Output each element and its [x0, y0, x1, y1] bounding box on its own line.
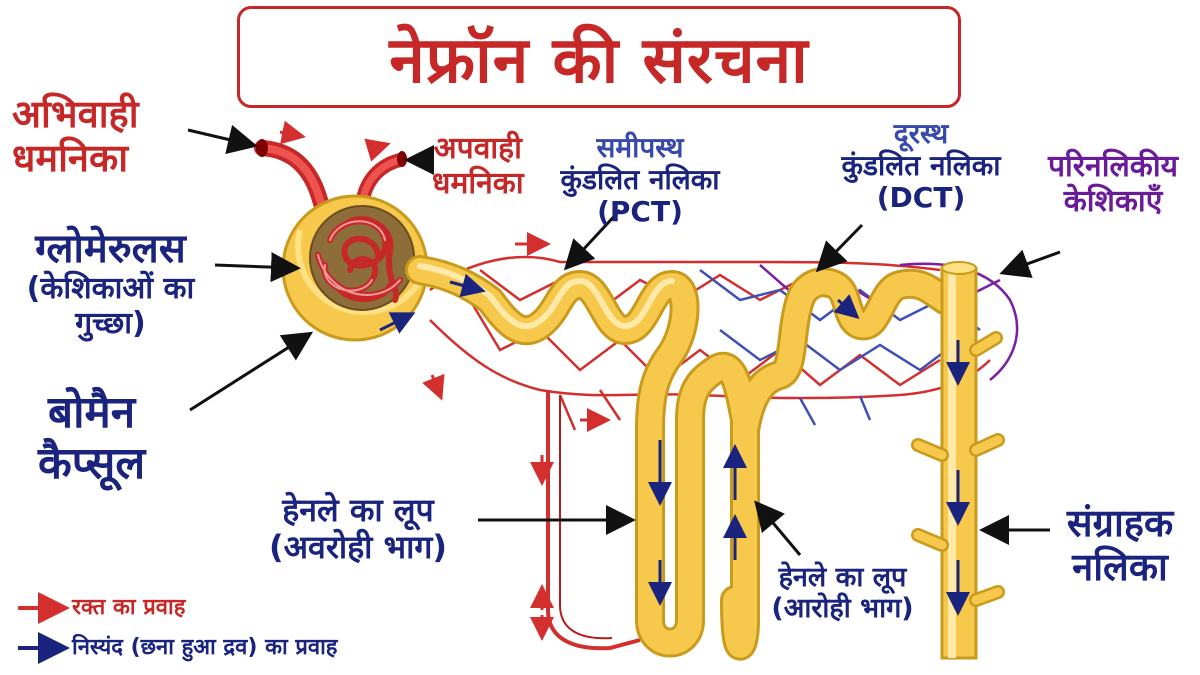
- glomerulus-sub-line1: (केशिकाओं का: [26, 271, 195, 306]
- afferent-pointer: [187, 124, 258, 155]
- renal-tubule: [405, 255, 960, 661]
- henle-asc-label: हेनले का लूप (आरोही भाग): [755, 562, 930, 624]
- collecting-label-line2: नलिका: [1072, 544, 1168, 589]
- glomerulus-label: ग्लोमेरुलस (केशिकाओं का गुच्छा): [8, 226, 213, 341]
- legend-blood-text: रक्त का प्रवाह: [72, 595, 186, 620]
- henle-asc-label-line1: हेनले का लूप: [778, 562, 907, 593]
- peritubular-label-line1: परिनलिकीय: [1047, 149, 1179, 184]
- callout-arrows: [187, 124, 1061, 556]
- dct-label-line3: (DCT): [876, 181, 966, 215]
- filtrate-arrows: [379, 273, 970, 616]
- bowman-label: बोमैन कैप्सूल: [38, 387, 146, 489]
- efferent-label-line2: धमनिका: [432, 165, 524, 201]
- blood-arrows: [279, 120, 611, 641]
- henle-asc-pointer: [754, 500, 802, 556]
- glomerulus-pointer: [214, 252, 301, 283]
- bowman-label-line2: कैप्सूल: [38, 437, 146, 489]
- collecting-label-line1: संग्राहक: [1066, 501, 1174, 545]
- henle-desc-label-line1: हेनले का लूप: [282, 491, 434, 529]
- efferent-label-line1: अपवाही: [433, 131, 522, 166]
- afferent-label: अभिवाही धमनिका: [12, 92, 139, 180]
- bowman-label-line1: बोमैन: [47, 387, 136, 438]
- page-title: नेफ्रॉन की संरचना: [389, 23, 809, 98]
- afferent-label-line2: धमनिका: [12, 135, 129, 180]
- bowman-pointer: [189, 331, 314, 412]
- dct-pointer: [815, 223, 864, 273]
- afferent-label-line1: अभिवाही: [12, 92, 139, 136]
- dct-label-line1: दूरस्थ: [893, 117, 949, 150]
- efferent-opening: [397, 151, 407, 167]
- henle-asc-label-line2: (आरोही भाग): [771, 593, 914, 625]
- title-box: नेफ्रॉन की संरचना: [237, 6, 961, 108]
- legend-arrows: [18, 592, 70, 664]
- dct-label: दूरस्थ कुंडलित नलिका (DCT): [796, 117, 1046, 215]
- dct-label-line2: कुंडलित नलिका: [841, 149, 1001, 183]
- collecting-label: संग्राहक नलिका: [1045, 501, 1195, 589]
- pct-label-line3: (PCT): [597, 195, 683, 229]
- peritubular-label: परिनलिकीय केशिकाएँ: [1028, 149, 1198, 219]
- pct-label: समीपस्थ कुंडलित नलिका (PCT): [510, 131, 770, 229]
- vasa-recta: [546, 390, 641, 651]
- peritubular-pointer: [999, 249, 1061, 278]
- peritubular-label-line2: केशिकाएँ: [1063, 183, 1163, 219]
- pct-pointer: [563, 208, 622, 271]
- pct-label-line2: कुंडलित नलिका: [560, 163, 720, 197]
- afferent-opening: [256, 139, 268, 157]
- glomerulus-label-line1: ग्लोमेरुलस: [35, 226, 186, 272]
- pct-label-line1: समीपस्थ: [596, 131, 684, 164]
- legend-filtrate-text: निस्यंद (छना हुआ द्रव) का प्रवाह: [72, 635, 338, 660]
- henle-desc-label: हेनले का लूप (अवरोही भाग): [238, 492, 478, 566]
- efferent-label: अपवाही धमनिका: [432, 131, 524, 201]
- glomerulus-sub-line2: गुच्छा): [75, 305, 146, 341]
- henle-desc-label-line2: (अवरोही भाग): [268, 527, 448, 566]
